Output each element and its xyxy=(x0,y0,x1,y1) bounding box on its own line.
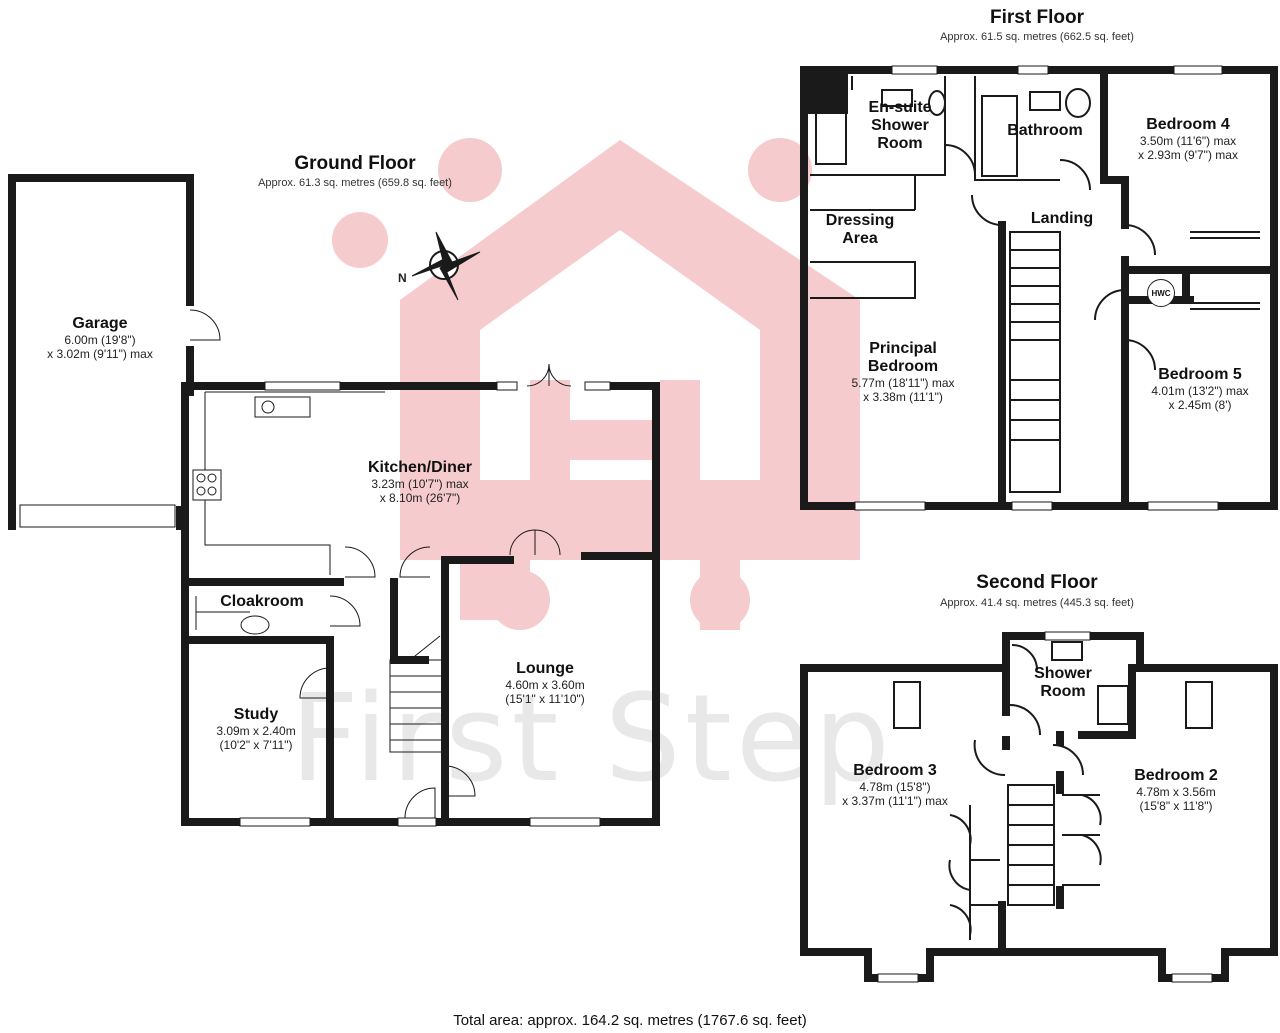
bedroom2-dim1: 4.78m x 3.56m xyxy=(1136,785,1216,799)
shower-name-2: Room xyxy=(1040,683,1086,700)
kitchen-dim1: 3.23m (10'7") max xyxy=(371,477,469,491)
bedroom4-dim2: x 2.93m (9'7") max xyxy=(1138,148,1238,162)
garage-name: Garage xyxy=(72,315,128,332)
garage-label: Garage 6.00m (19'8") x 3.02m (9'11") max xyxy=(40,315,160,361)
bedroom4-dim1: 3.50m (11'6") max xyxy=(1139,134,1237,148)
kitchen-name: Kitchen/Diner xyxy=(367,459,472,476)
principal-name-2: Bedroom xyxy=(867,358,939,375)
dressing-name-1: Dressing xyxy=(825,212,895,229)
principal-bedroom-label: Principal Bedroom 5.77m (18'11") max x 3… xyxy=(828,340,978,404)
ensuite-name-1: En-suite xyxy=(868,99,932,116)
bedroom2-dim2: (15'8" x 11'8") xyxy=(1139,799,1213,813)
study-name: Study xyxy=(233,706,279,723)
bedroom3-dim1: 4.78m (15'8") xyxy=(859,780,931,794)
ground-floor-area: Approx. 61.3 sq. metres (659.8 sq. feet) xyxy=(258,177,452,189)
study-dim2: (10'2" x 7'11") xyxy=(219,738,293,752)
bedroom5-name: Bedroom 5 xyxy=(1158,366,1242,383)
lounge-name: Lounge xyxy=(516,660,574,677)
bedroom3-label: Bedroom 3 4.78m (15'8") x 3.37m (11'1") … xyxy=(820,762,970,808)
bedroom3-name: Bedroom 3 xyxy=(853,762,937,779)
ensuite-label: En-suite Shower Room xyxy=(855,99,945,153)
garage-dim2: x 3.02m (9'11") max xyxy=(47,347,153,361)
lounge-label: Lounge 4.60m x 3.60m (15'1" x 11'10") xyxy=(485,660,605,706)
bedroom5-dim2: x 2.45m (8') xyxy=(1168,398,1232,412)
second-floor-title: Second Floor xyxy=(976,572,1098,593)
bedroom4-label: Bedroom 4 3.50m (11'6") max x 2.93m (9'7… xyxy=(1118,116,1258,162)
lounge-dim2: (15'1" x 11'10") xyxy=(505,692,585,706)
bathroom-name: Bathroom xyxy=(1007,122,1083,139)
second-floor-area: Approx. 41.4 sq. metres (445.3 sq. feet) xyxy=(940,597,1134,609)
bedroom3-dim2: x 3.37m (11'1") max xyxy=(842,794,948,808)
shower-room-label: Shower Room xyxy=(1028,665,1098,701)
kitchen-label: Kitchen/Diner 3.23m (10'7") max x 8.10m … xyxy=(345,459,495,505)
bedroom5-label: Bedroom 5 4.01m (13'2") max x 2.45m (8') xyxy=(1130,366,1270,412)
compass-north-label: N xyxy=(398,271,407,285)
study-label: Study 3.09m x 2.40m (10'2" x 7'11") xyxy=(196,706,316,752)
lounge-dim1: 4.60m x 3.60m xyxy=(505,678,585,692)
bedroom2-label: Bedroom 2 4.78m x 3.56m (15'8" x 11'8") xyxy=(1106,767,1246,813)
bedroom5-dim1: 4.01m (13'2") max xyxy=(1151,384,1249,398)
first-floor-title: First Floor xyxy=(990,7,1084,28)
bedroom4-name: Bedroom 4 xyxy=(1146,116,1230,133)
garage-dim1: 6.00m (19'8") xyxy=(64,333,136,347)
kitchen-dim2: x 8.10m (26'7") xyxy=(379,491,461,505)
landing-name: Landing xyxy=(1030,210,1094,227)
total-area: Total area: approx. 164.2 sq. metres (17… xyxy=(453,1012,807,1029)
study-dim1: 3.09m x 2.40m xyxy=(216,724,296,738)
cloakroom-name: Cloakroom xyxy=(220,593,304,610)
bedroom2-name: Bedroom 2 xyxy=(1134,767,1218,784)
hot-water-cylinder: HWC xyxy=(1147,279,1175,307)
ground-floor-title: Ground Floor xyxy=(294,153,416,174)
dressing-label: Dressing Area xyxy=(815,212,905,248)
shower-name-1: Shower xyxy=(1034,665,1092,682)
ensuite-name-3: Room xyxy=(877,135,923,152)
principal-name-1: Principal xyxy=(869,340,937,357)
principal-dim1: 5.77m (18'11") max xyxy=(851,376,955,390)
first-floor-area: Approx. 61.5 sq. metres (662.5 sq. feet) xyxy=(940,31,1134,43)
dressing-name-2: Area xyxy=(842,230,878,247)
ensuite-name-2: Shower xyxy=(871,117,929,134)
principal-dim2: x 3.38m (11'1") xyxy=(863,390,943,404)
